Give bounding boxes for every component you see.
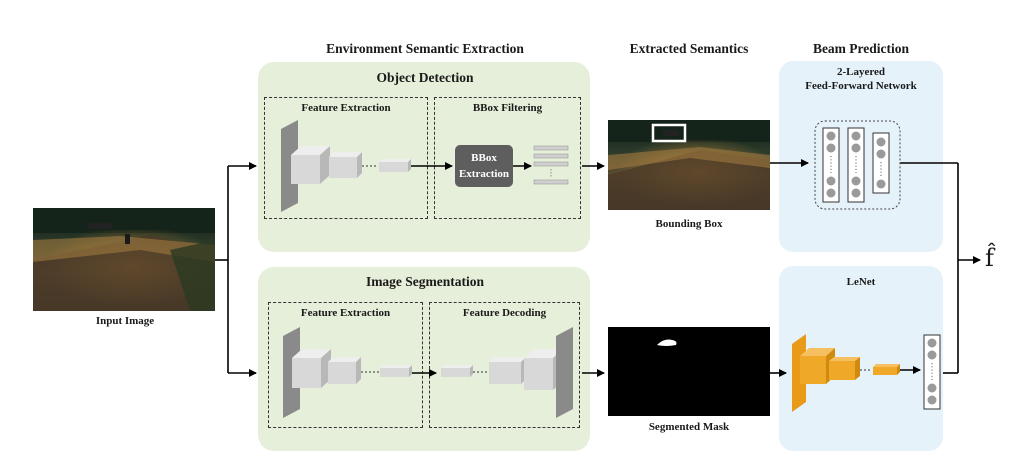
lenet-label: LeNet	[846, 276, 876, 288]
od-feature-extraction-layers	[281, 120, 453, 212]
environment-semantic-extraction-header: Environment Semantic Extraction	[326, 41, 524, 56]
extracted-semantics-header: Extracted Semantics	[629, 41, 749, 56]
bbox-extraction-line1: BBox	[471, 152, 497, 164]
bbox-extraction-line2: Extraction	[458, 168, 510, 180]
input-image-caption: Input Image	[95, 315, 155, 327]
object-detection-title: Object Detection	[376, 70, 474, 85]
od-bbox-filtering-label: BBox Filtering	[472, 102, 543, 114]
input-image	[33, 208, 215, 311]
seg-feature-decoding-label: Feature Decoding	[462, 307, 547, 319]
bbox-extraction-block: BBox Extraction	[455, 145, 513, 187]
lenet-network	[792, 334, 941, 412]
bounding-box-image	[608, 120, 770, 210]
seg-feature-extraction-box	[268, 302, 423, 428]
flow-arrows	[215, 159, 981, 377]
bounding-box-highlight	[651, 123, 687, 143]
od-feature-extraction-label: Feature Extraction	[301, 102, 391, 114]
beam-prediction-header: Beam Prediction	[812, 41, 910, 56]
segmented-mask-caption: Segmented Mask	[648, 421, 730, 433]
ffn-label-line1: 2-Layered	[836, 66, 886, 78]
seg-feature-extraction-label: Feature Extraction	[300, 307, 391, 319]
bounding-box-caption: Bounding Box	[655, 218, 723, 230]
od-bbox-filtering-box	[434, 97, 581, 219]
segmented-mask-image	[608, 327, 770, 416]
seg-decoder-layers	[441, 327, 573, 418]
seg-feature-decoding-box	[429, 302, 580, 428]
ffn-network	[814, 120, 901, 210]
output-f-hat: f̂	[985, 244, 994, 272]
ffn-label-line2: Feed-Forward Network	[805, 80, 917, 92]
od-feature-extraction-box	[264, 97, 428, 219]
seg-encoder-layers	[283, 327, 437, 418]
image-segmentation-title: Image Segmentation	[365, 274, 485, 289]
bbox-filter-bars	[533, 145, 569, 185]
